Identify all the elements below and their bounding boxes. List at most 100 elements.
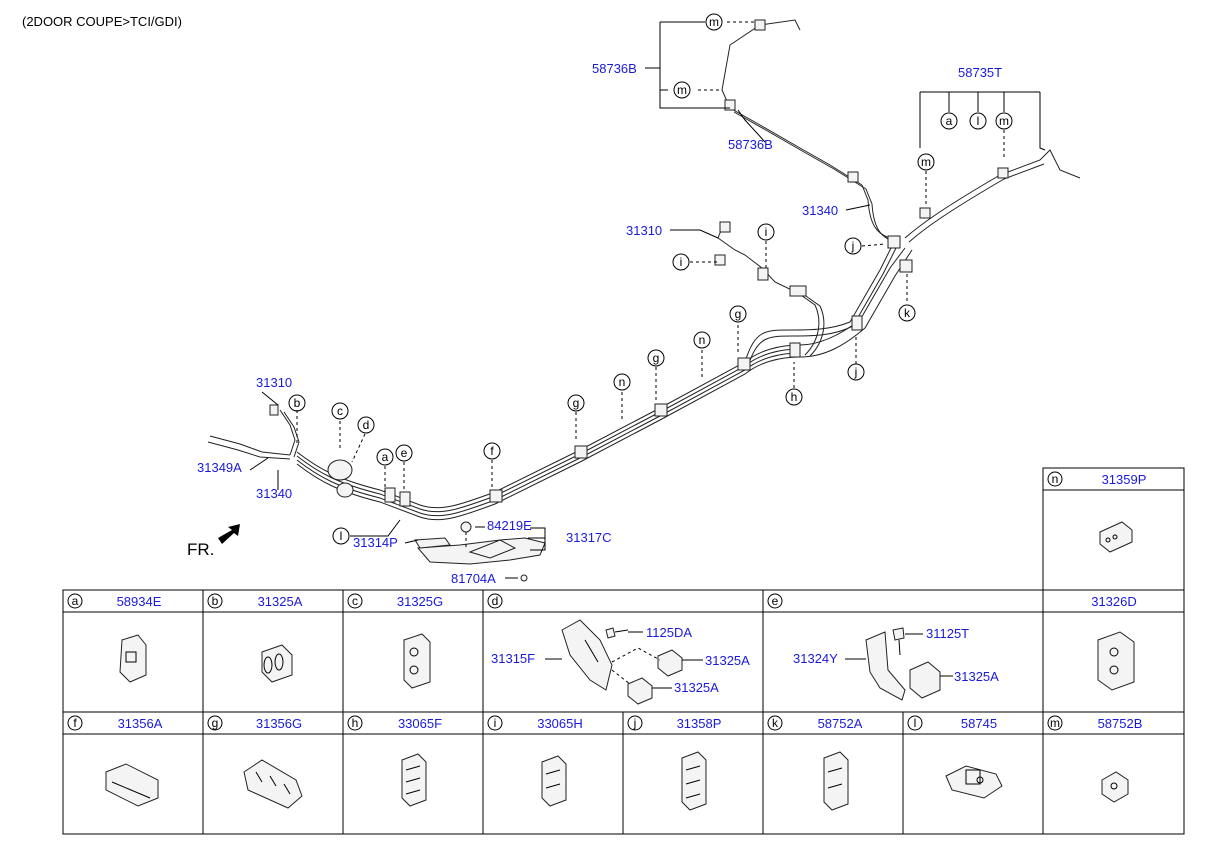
part-58934E-icon xyxy=(119,634,147,683)
legend-part-33065F: 33065F xyxy=(398,716,442,731)
svg-text:k: k xyxy=(772,716,779,730)
part-58752B-icon xyxy=(1101,771,1129,803)
part-31356G-icon xyxy=(243,759,303,809)
fuel-pipes xyxy=(207,19,1081,582)
variant-title: (2DOOR COUPE>TCI/GDI) xyxy=(22,14,182,29)
svg-text:d: d xyxy=(363,418,370,432)
callout-a-top: a xyxy=(940,112,958,130)
callout-h: h xyxy=(785,388,803,406)
d-part-31325A-1: 31325A xyxy=(705,653,750,668)
legend-part-31359P: 31359P xyxy=(1102,472,1147,487)
callout-k: k xyxy=(898,304,916,322)
part-31325A-e-icon xyxy=(909,661,953,699)
d-part-1125DA: 1125DA xyxy=(646,625,692,640)
legend-part-31325A: 31325A xyxy=(258,594,303,609)
svg-text:g: g xyxy=(735,307,742,321)
bolt-31125T-icon xyxy=(892,627,923,656)
callout-j-2: j xyxy=(847,363,865,381)
svg-text:c: c xyxy=(337,404,343,418)
part-labels: 58736B 58736B 58735T 31340 31310 31310 3… xyxy=(197,61,1002,586)
svg-text:i: i xyxy=(680,255,683,269)
legend-part-31326D: 31326D xyxy=(1091,594,1137,609)
callout-d: d xyxy=(357,416,375,434)
part-58735T: 58735T xyxy=(958,65,1002,80)
part-31314P: 31314P xyxy=(353,535,398,550)
legend-part-31358P: 31358P xyxy=(677,716,722,731)
svg-text:m: m xyxy=(709,15,719,29)
front-label: FR. xyxy=(187,540,214,559)
part-31325A-icon xyxy=(261,644,293,683)
svg-text:m: m xyxy=(921,155,931,169)
legend-table xyxy=(62,467,1185,835)
part-31349A: 31349A xyxy=(197,460,242,475)
part-31310-left: 31310 xyxy=(256,375,292,390)
callout-b: b xyxy=(288,394,306,412)
callout-i-1: i xyxy=(757,223,775,241)
svg-text:j: j xyxy=(851,239,855,253)
callout-f: f xyxy=(483,442,501,460)
callout-a: a xyxy=(376,448,394,466)
part-58736B-low: 58736B xyxy=(728,137,773,152)
svg-text:f: f xyxy=(490,444,494,458)
legend-part-58934E: 58934E xyxy=(117,594,162,609)
part-31326D-icon xyxy=(1097,631,1135,691)
callout-g-2: g xyxy=(647,349,665,367)
svg-text:h: h xyxy=(791,390,798,404)
part-81704A: 81704A xyxy=(451,571,496,586)
svg-text:m: m xyxy=(677,83,687,97)
callout-m-4: m xyxy=(917,153,935,171)
svg-text:n: n xyxy=(619,375,626,389)
d-part-31325A-2: 31325A xyxy=(674,680,719,695)
callout-m-1: m xyxy=(705,13,723,31)
svg-text:i: i xyxy=(494,716,497,730)
legend-row1-icons xyxy=(119,619,1135,705)
part-58752A-icon xyxy=(823,751,849,811)
callout-l: l xyxy=(332,527,350,545)
svg-text:k: k xyxy=(904,306,911,320)
svg-text:c: c xyxy=(352,594,358,608)
callout-m-2: m xyxy=(673,81,691,99)
part-31317C: 31317C xyxy=(566,530,612,545)
detail-labels: 1125DA 31315F 31325A 31325A 31125T 31324… xyxy=(491,625,999,695)
legend-part-31356A: 31356A xyxy=(118,716,163,731)
svg-text:m: m xyxy=(1050,716,1060,730)
d-assembly-dash xyxy=(611,647,661,685)
svg-text:d: d xyxy=(492,594,499,608)
svg-text:g: g xyxy=(212,716,219,730)
callout-c: c xyxy=(331,402,349,420)
svg-text:g: g xyxy=(573,396,580,410)
part-31310-mid: 31310 xyxy=(626,223,662,238)
callout-j-1: j xyxy=(844,237,862,255)
legend-part-31356G: 31356G xyxy=(256,716,302,731)
svg-text:n: n xyxy=(699,333,706,347)
part-31325A-d1-icon xyxy=(657,649,703,677)
callout-n-2: n xyxy=(613,373,631,391)
callout-g-1: g xyxy=(729,305,747,323)
legend-part-58745: 58745 xyxy=(961,716,997,731)
svg-text:m: m xyxy=(999,114,1009,128)
part-31340-right: 31340 xyxy=(802,203,838,218)
part-31356A-icon xyxy=(105,763,159,807)
callout-e: e xyxy=(395,444,413,462)
legend-cell-n: n 31359P xyxy=(1047,471,1147,553)
part-31315F-icon xyxy=(561,619,613,691)
svg-text:e: e xyxy=(401,446,408,460)
legend-row2-icons xyxy=(105,751,1129,811)
callout-l-top: l xyxy=(969,112,987,130)
part-31340-left: 31340 xyxy=(256,486,292,501)
svg-text:h: h xyxy=(352,716,359,730)
legend-row1-headers: a 58934E b 31325A c 31325G d e 31326D xyxy=(67,593,1137,609)
callout-m-3: m xyxy=(995,112,1013,130)
part-33065F-icon xyxy=(401,753,427,807)
part-31325G-icon xyxy=(403,633,431,689)
svg-text:a: a xyxy=(946,114,953,128)
part-31324Y-icon xyxy=(845,631,906,701)
bolt-1125DA-icon xyxy=(605,627,643,639)
legend-part-33065H: 33065H xyxy=(537,716,583,731)
svg-text:a: a xyxy=(382,450,389,464)
svg-text:n: n xyxy=(1052,472,1059,486)
part-31358P-icon xyxy=(681,751,707,811)
svg-text:e: e xyxy=(772,594,779,608)
callout-i-2: i xyxy=(672,253,690,271)
